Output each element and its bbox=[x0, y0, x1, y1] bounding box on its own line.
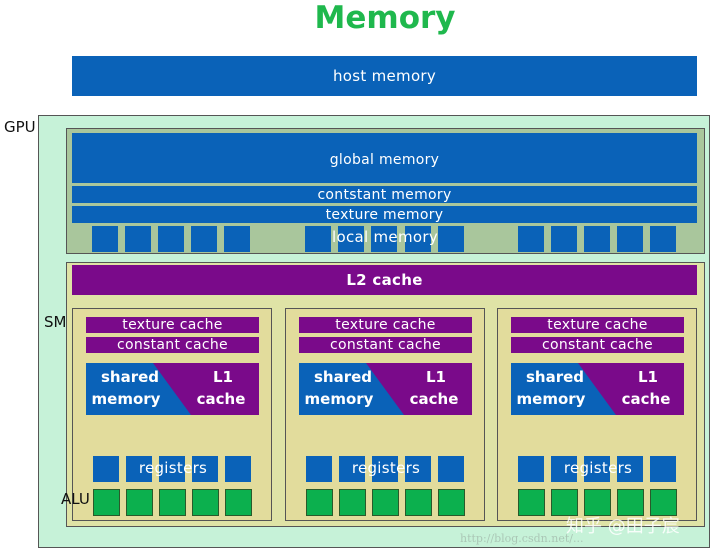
registers-label: registers bbox=[138, 459, 208, 477]
l1-label-2: cache bbox=[196, 390, 246, 408]
alu-block bbox=[405, 489, 432, 516]
register-block bbox=[372, 456, 398, 482]
alu-block bbox=[551, 489, 578, 516]
l1-label-2: cache bbox=[621, 390, 671, 408]
watermark-url: http://blog.csdn.net/... bbox=[460, 532, 584, 545]
local-memory-block bbox=[191, 226, 217, 252]
alu-block bbox=[159, 489, 186, 516]
local-memory-block bbox=[650, 226, 676, 252]
local-memory-block bbox=[224, 226, 250, 252]
local-memory-block bbox=[305, 226, 331, 252]
local-memory-block bbox=[338, 226, 364, 252]
local-memory-block bbox=[125, 226, 151, 252]
alu-block bbox=[306, 489, 333, 516]
shared-memory-l1-cache: shared memory L1 cache bbox=[511, 363, 684, 415]
alu-block bbox=[650, 489, 677, 516]
alu-block bbox=[192, 489, 219, 516]
register-block bbox=[584, 456, 610, 482]
l2-cache: L2 cache bbox=[72, 265, 697, 295]
register-block bbox=[306, 456, 332, 482]
shared-memory-label-2: memory bbox=[91, 390, 161, 408]
local-memory-block bbox=[584, 226, 610, 252]
texture-cache: texture cache bbox=[86, 317, 259, 333]
shared-memory-label-1: shared bbox=[100, 368, 160, 386]
gpu-label: GPU bbox=[4, 118, 36, 136]
alu-block bbox=[339, 489, 366, 516]
shared-memory-l1-cache: shared memory L1 cache bbox=[299, 363, 472, 415]
texture-memory: texture memory bbox=[72, 206, 697, 223]
constant-cache: constant cache bbox=[511, 337, 684, 353]
alu-label: ALU bbox=[61, 490, 90, 508]
local-memory-block bbox=[92, 226, 118, 252]
texture-cache: texture cache bbox=[511, 317, 684, 333]
local-memory-block bbox=[158, 226, 184, 252]
alu-block bbox=[126, 489, 153, 516]
shared-memory-label-2: memory bbox=[304, 390, 374, 408]
register-block bbox=[225, 456, 251, 482]
register-block bbox=[617, 456, 643, 482]
shared-memory-label-1: shared bbox=[313, 368, 373, 386]
sm-block: texture cache constant cache shared memo… bbox=[497, 308, 697, 521]
register-block bbox=[192, 456, 218, 482]
register-block bbox=[405, 456, 431, 482]
shared-memory-l1-cache: shared memory L1 cache bbox=[86, 363, 259, 415]
local-memory-block bbox=[371, 226, 397, 252]
diagram-title: Memory bbox=[314, 0, 456, 36]
watermark-zhihu: 知乎 @田子宸 bbox=[566, 516, 680, 537]
global-memory: global memory bbox=[72, 133, 697, 183]
sm-label: SM bbox=[44, 313, 67, 331]
alu-block bbox=[372, 489, 399, 516]
register-block bbox=[518, 456, 544, 482]
alu-block bbox=[617, 489, 644, 516]
l1-label-1: L1 bbox=[426, 368, 446, 386]
shared-memory-label-1: shared bbox=[525, 368, 585, 386]
register-block bbox=[551, 456, 577, 482]
register-block bbox=[126, 456, 152, 482]
alu-block bbox=[438, 489, 465, 516]
register-block bbox=[438, 456, 464, 482]
sm-block: texture cache constant cache shared memo… bbox=[72, 308, 272, 521]
l1-label-2: cache bbox=[409, 390, 459, 408]
constant-memory: contstant memory bbox=[72, 186, 697, 203]
host-memory: host memory bbox=[72, 56, 697, 96]
local-memory-block bbox=[617, 226, 643, 252]
sm-block: texture cache constant cache shared memo… bbox=[285, 308, 485, 521]
shared-memory-label-2: memory bbox=[516, 390, 586, 408]
constant-cache: constant cache bbox=[299, 337, 472, 353]
l1-label-1: L1 bbox=[638, 368, 658, 386]
register-block bbox=[93, 456, 119, 482]
register-block bbox=[339, 456, 365, 482]
local-memory-block bbox=[405, 226, 431, 252]
local-memory-block bbox=[551, 226, 577, 252]
local-memory-block bbox=[518, 226, 544, 252]
l1-label-1: L1 bbox=[213, 368, 233, 386]
registers-label: registers bbox=[563, 459, 633, 477]
alu-block bbox=[584, 489, 611, 516]
registers-label: registers bbox=[351, 459, 421, 477]
alu-block bbox=[93, 489, 120, 516]
alu-block bbox=[518, 489, 545, 516]
local-memory-label: local memory bbox=[332, 228, 438, 246]
alu-block bbox=[225, 489, 252, 516]
constant-cache: constant cache bbox=[86, 337, 259, 353]
register-block bbox=[650, 456, 676, 482]
texture-cache: texture cache bbox=[299, 317, 472, 333]
local-memory-block bbox=[438, 226, 464, 252]
register-block bbox=[159, 456, 185, 482]
